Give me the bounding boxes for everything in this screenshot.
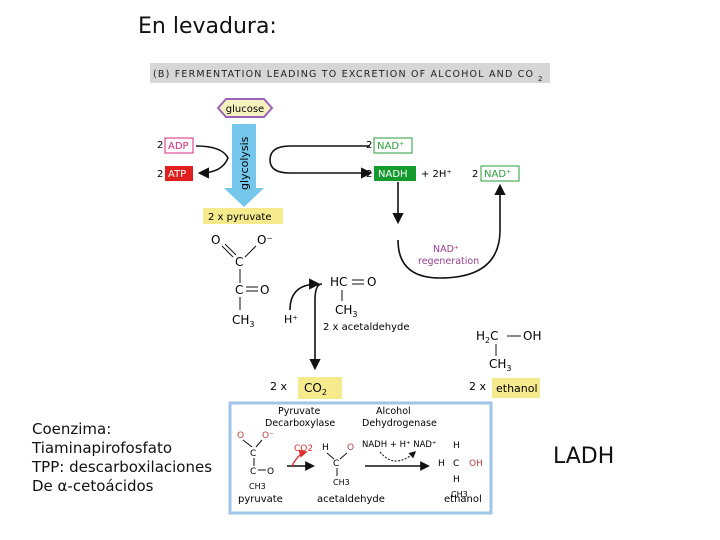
inset-pyruvate-c: C <box>250 449 256 459</box>
inset-acetaldehyde-o: O <box>347 443 354 453</box>
nadh-box <box>374 166 416 181</box>
co2-arrow <box>309 283 323 371</box>
co2-box <box>298 377 342 399</box>
inset-co2: CO2 <box>294 444 313 454</box>
pyruvate-c1: C <box>235 255 243 269</box>
glycolysis-label: glycolysis <box>238 136 251 190</box>
inset-co2-branch <box>291 449 308 467</box>
ethanol-oh: OH <box>523 329 541 343</box>
pyruvate-o3: O <box>260 283 269 297</box>
nad-regeneration-line2: regeneration <box>418 256 479 267</box>
co2-coefficient: 2 x <box>270 380 287 393</box>
pyruvate-o-right: O⁻ <box>257 233 273 247</box>
inset-panel <box>228 401 493 515</box>
inset-ethanol-c: C <box>453 459 459 469</box>
nad-to-nadh-arrow <box>269 145 373 179</box>
nadh-label: NADH <box>378 169 408 180</box>
nad-regeneration-line1: NAD⁺ <box>433 244 459 255</box>
pyruvate-c2: C <box>235 283 243 297</box>
coenzyme-notes: Coenzima: Tiaminapirofosfato TPP: descar… <box>32 420 232 496</box>
note-line: De α-cetoácidos <box>32 477 154 495</box>
nad-right-coefficient: 2 <box>472 169 478 180</box>
acetaldehyde-ch3: CH3 <box>335 303 358 319</box>
bond <box>224 243 237 256</box>
acetaldehyde-hc: HC <box>330 275 347 289</box>
inset-pyruvate-ch3: CH3 <box>249 482 266 491</box>
nad-top-box <box>373 137 413 154</box>
inset-pyruvate-label: pyruvate <box>238 494 283 505</box>
note-line: TPP: descarboxilaciones <box>32 458 213 476</box>
pyruvate-o-left: O <box>211 233 220 247</box>
inset-pyruvate-o2: O <box>267 467 274 477</box>
pyruvate-ch3: CH3 <box>232 313 255 329</box>
inset-ethanol-h: H <box>438 459 445 469</box>
nadh-coefficient: 2 <box>366 169 372 180</box>
inset-enzyme1-line1: Pyruvate <box>278 406 320 417</box>
atp-box <box>165 166 193 181</box>
adp-box <box>164 137 194 154</box>
regeneration-curve <box>397 183 506 279</box>
inset-acetaldehyde-h: H <box>322 443 329 453</box>
ethanol-h2c: H2C <box>476 329 499 345</box>
adp-label: ADP <box>168 141 189 152</box>
figure-header: (B) FERMENTATION LEADING TO EXCRETION OF… <box>153 69 533 80</box>
inset-enzyme2-line1: Alcohol <box>376 406 411 417</box>
inset-ethanol-h3: H <box>453 475 460 485</box>
pyruvate-box-label: 2 x pyruvate <box>208 212 271 223</box>
bond <box>244 245 257 258</box>
bond <box>242 439 253 448</box>
acetaldehyde-label: 2 x acetaldehyde <box>323 322 410 333</box>
nad-right-label: NAD⁺ <box>484 169 511 180</box>
atp-coefficient: 2 <box>157 169 163 180</box>
bond <box>221 245 234 258</box>
adp-coefficient: 2 <box>157 140 163 151</box>
glucose-hexagon <box>216 98 274 118</box>
inset-cofactor-curve <box>379 451 417 462</box>
h-ion-arrow <box>289 278 321 311</box>
ethanol-ch3: CH3 <box>489 357 512 373</box>
inset-acetaldehyde-ch3: CH3 <box>333 478 350 487</box>
note-line: Tiaminapirofosfato <box>32 439 173 457</box>
bond <box>326 452 335 460</box>
h-plus-label: + 2H⁺ <box>421 169 452 180</box>
bond <box>339 452 348 460</box>
inset-enzyme2-line2: Dehydrogenase <box>362 418 437 429</box>
acetaldehyde-o: O <box>367 275 376 289</box>
ethanol-coefficient: 2 x <box>469 380 486 393</box>
inset-acetaldehyde-label: acetaldehyde <box>317 494 385 505</box>
inset-ethanol-h1: H <box>453 441 460 451</box>
ethanol-label: ethanol <box>496 382 538 395</box>
inset-ethanol-label: ethanol <box>444 494 482 505</box>
inset-cofactors: NADH + H⁺ NAD⁺ <box>362 440 436 450</box>
inset-pyruvate-ominus: O⁻ <box>262 431 274 441</box>
inset-ethanol-oh: OH <box>469 459 483 469</box>
glycolysis-arrow <box>224 124 264 207</box>
inset-ethanol-ch3: CH3 <box>451 490 468 499</box>
note-line: Coenzima: <box>32 420 112 438</box>
h-ion-label: H⁺ <box>284 313 298 326</box>
adp-atp-arrow <box>195 145 229 179</box>
atp-label: ATP <box>168 169 186 180</box>
ladh-label: LADH <box>553 444 615 469</box>
co2-label: CO2 <box>304 381 327 397</box>
pyruvate-box <box>203 208 283 224</box>
glucose-label: glucose <box>226 104 264 115</box>
figure-header-bar <box>150 63 550 83</box>
figure-header-subscript: 2 <box>538 75 542 83</box>
slide-title: En levadura: <box>138 14 277 39</box>
nad-right-box <box>480 165 520 182</box>
inset-pyruvate-o: O <box>237 431 244 441</box>
inset-pyruvate-c2: C <box>250 467 256 477</box>
ethanol-box <box>492 378 540 398</box>
inset-acetaldehyde-c: C <box>333 459 339 469</box>
inset-enzyme1-line2: Decarboxylase <box>265 418 335 429</box>
nad-top-label: NAD⁺ <box>377 141 404 152</box>
bond <box>255 439 263 448</box>
